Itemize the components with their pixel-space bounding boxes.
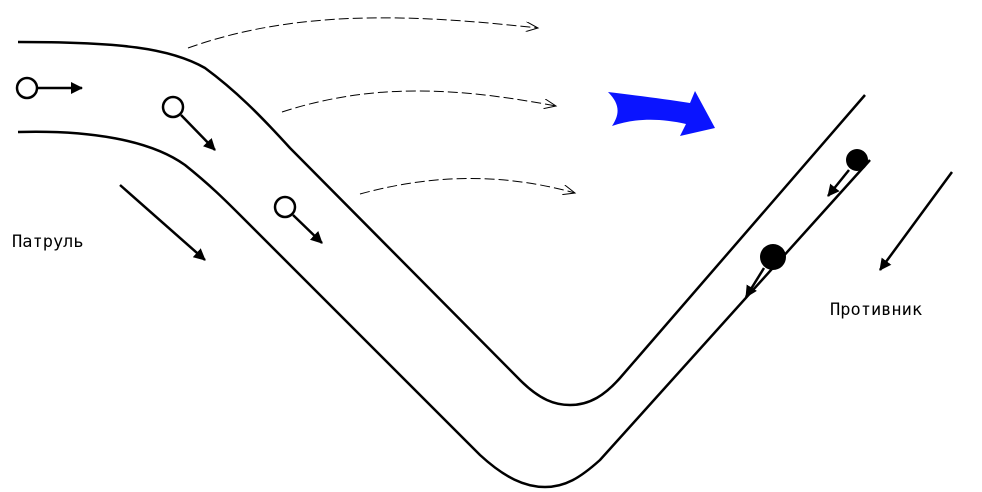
flow-arrow-bottom xyxy=(359,178,575,194)
patrol-unit-arrow xyxy=(180,114,216,151)
road-lower-edge xyxy=(17,130,871,489)
enemy-unit-1 xyxy=(827,149,868,197)
road-upper-edge xyxy=(17,40,866,407)
enemy-unit-2 xyxy=(744,244,786,298)
enemy-label: Противник xyxy=(830,300,923,320)
enemy-direction-arrow xyxy=(878,171,954,271)
patrol-marker-icon xyxy=(273,195,297,219)
flow-arrow-top xyxy=(187,17,538,49)
enemy-marker-icon xyxy=(760,244,786,270)
flow-arrow-middle xyxy=(281,90,556,113)
wind-arrow-icon xyxy=(608,91,715,136)
enemy-unit-arrow xyxy=(744,267,766,298)
patrol-unit-1 xyxy=(15,76,83,100)
patrol-unit-2 xyxy=(161,95,216,151)
patrol-direction-arrow xyxy=(119,184,206,261)
patrol-marker-icon xyxy=(15,76,39,100)
patrol-label: Патруль xyxy=(12,232,84,252)
enemy-unit-arrow xyxy=(827,169,850,197)
enemy-marker-icon xyxy=(846,149,868,171)
patrol-unit-arrow xyxy=(292,214,323,244)
patrol-unit-3 xyxy=(273,195,323,244)
patrol-marker-icon xyxy=(161,95,185,119)
